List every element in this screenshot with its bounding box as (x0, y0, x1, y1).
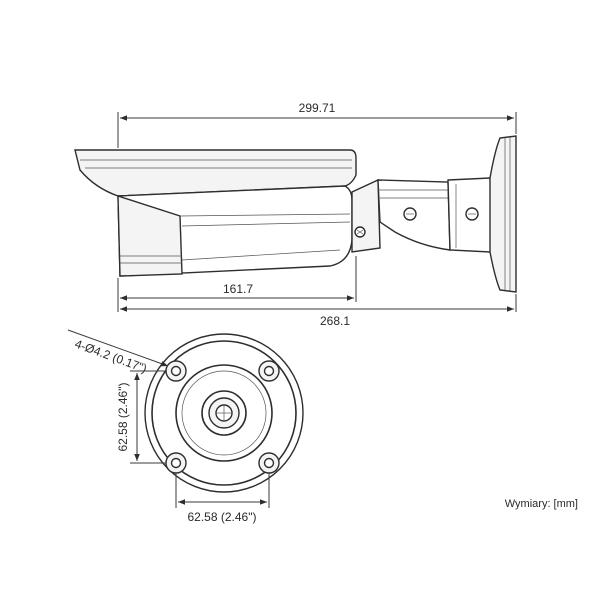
horizontal-spacing-label: 62.58 (2.46") (188, 510, 257, 524)
total-length-label: 299.71 (299, 101, 336, 115)
dimension-horizontal-spacing: 62.58 (2.46") (175, 473, 270, 524)
vertical-spacing-label: 62.58 (2.46") (116, 383, 130, 452)
dimension-vertical-spacing: 62.58 (2.46") (116, 370, 166, 464)
dimension-housing-length: 161.7 (117, 256, 357, 302)
screw-hole-top-left (165, 360, 187, 382)
wall-plate (489, 135, 517, 293)
cable-port (201, 390, 247, 436)
screw-hole-bottom-right (258, 452, 280, 474)
body-length-label: 268.1 (320, 314, 350, 328)
bracket-joint (351, 178, 381, 253)
units-legend: Wymiary: [mm] (505, 498, 578, 510)
mount-base-front-view (144, 333, 304, 493)
base-recess (175, 364, 273, 462)
hole-spec-label: 4-Ø4.2 (0.17") (73, 337, 149, 376)
base-inner-ring (151, 340, 297, 486)
screw-hole-bottom-left (165, 452, 187, 474)
dimension-body-length: 268.1 (117, 294, 517, 328)
housing-length-label: 161.7 (223, 282, 253, 296)
sun-shield (74, 149, 357, 197)
camera-side-view (74, 135, 517, 293)
dimension-total-length: 299.71 (117, 101, 517, 148)
hole-spec-callout: 4-Ø4.2 (0.17") (67, 329, 169, 376)
screw-hole-top-right (258, 360, 280, 382)
